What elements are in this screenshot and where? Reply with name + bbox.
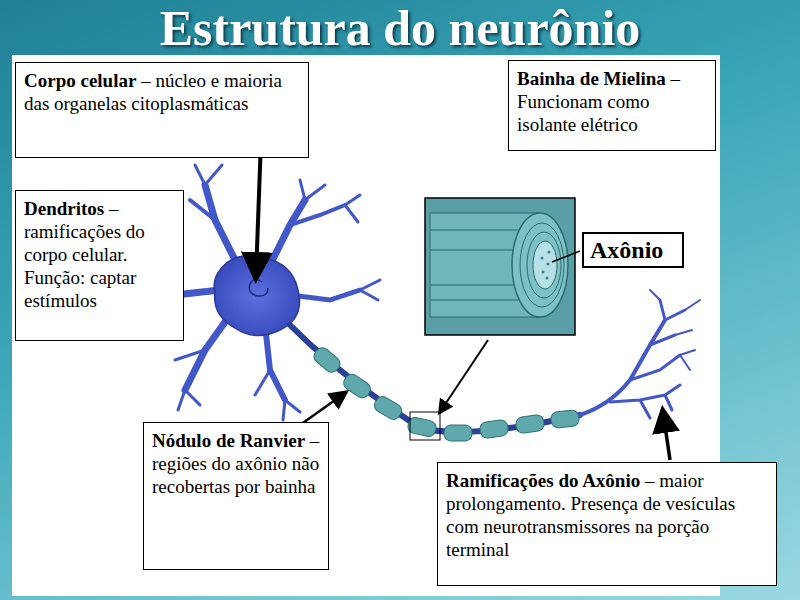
leader-arrows — [256, 140, 670, 460]
title: Estrutura do neurônio — [0, 0, 800, 56]
callout-box: Dendritos – ramificações do corpo celula… — [15, 190, 184, 341]
nucleus — [249, 279, 268, 296]
zoom-frame — [410, 412, 440, 440]
callout-heading: Bainha de Mielina — [517, 68, 666, 89]
callout-heading: Dendritos — [24, 198, 104, 219]
callout-heading: Ramificações do Axônio — [446, 470, 640, 491]
callout-box: Nódulo de Ranvier – regiões do axônio nã… — [143, 422, 329, 570]
callout-heading: Nódulo de Ranvier — [152, 430, 305, 451]
callout-heading: Corpo celular — [24, 70, 136, 91]
callout-heading: Axônio — [590, 237, 663, 263]
callout-box: Corpo celular – núcleo e maioria das org… — [15, 62, 309, 158]
myelin-segments — [311, 345, 580, 441]
axon-terminals — [580, 290, 700, 418]
callout-box: Bainha de Mielina – Funcionam como isola… — [508, 60, 716, 151]
callout-box: Ramificações do Axônio – maior prolongam… — [437, 462, 777, 586]
myelin-inset — [425, 198, 575, 335]
axon-label-box: Axônio — [582, 232, 684, 268]
